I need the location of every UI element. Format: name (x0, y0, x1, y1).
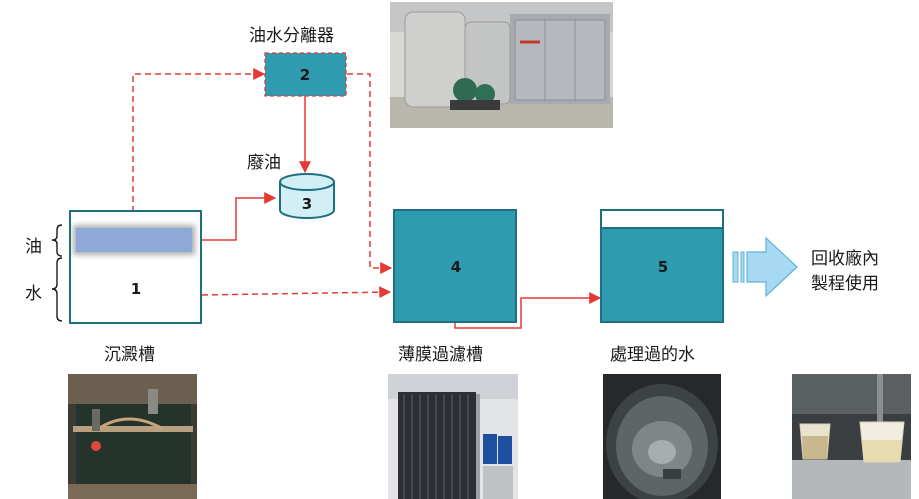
tank1-number: 1 (131, 280, 141, 298)
separator-equipment-photo (390, 2, 613, 128)
oil-bracket (51, 224, 63, 257)
waste-oil-drum (279, 173, 335, 219)
treated-water-tank-photo (603, 374, 721, 499)
reuse-output-arrow-icon (732, 236, 798, 298)
reuse-label-line2: 製程使用 (811, 274, 879, 294)
flow-line-tank1-to-separator (132, 68, 266, 212)
membrane-tank-label: 薄膜過濾槽 (398, 345, 483, 365)
sedimentation-tank-photo (68, 374, 197, 499)
separator-label: 油水分離器 (249, 26, 334, 46)
membrane-tank-number: 4 (451, 258, 461, 276)
flow-line-tank1-to-membrane (201, 286, 392, 299)
separator-number: 2 (300, 66, 310, 84)
treated-water-label: 處理過的水 (610, 345, 695, 365)
membrane-module-photo (388, 374, 518, 499)
flow-line-separator-to-membrane (347, 73, 393, 274)
sedimentation-tank-label: 沉澱槽 (104, 345, 155, 365)
waste-oil-label: 廢油 (247, 153, 281, 173)
waste-oil-number: 3 (302, 195, 312, 213)
oil-water-separator-box (264, 52, 347, 97)
oil-label: 油 (25, 237, 42, 257)
oil-layer (76, 228, 192, 252)
flow-line-oil-to-waste-oil (200, 192, 277, 241)
treated-water-level (602, 228, 722, 321)
flow-line-membrane-to-treated (454, 292, 602, 329)
reuse-label-line1: 回收廠內 (811, 249, 879, 269)
membrane-filtration-tank (393, 209, 517, 323)
water-sample-comparison-photo (792, 374, 911, 499)
water-label: 水 (25, 284, 42, 304)
water-bracket (51, 257, 63, 322)
treated-tank-number: 5 (658, 258, 668, 276)
